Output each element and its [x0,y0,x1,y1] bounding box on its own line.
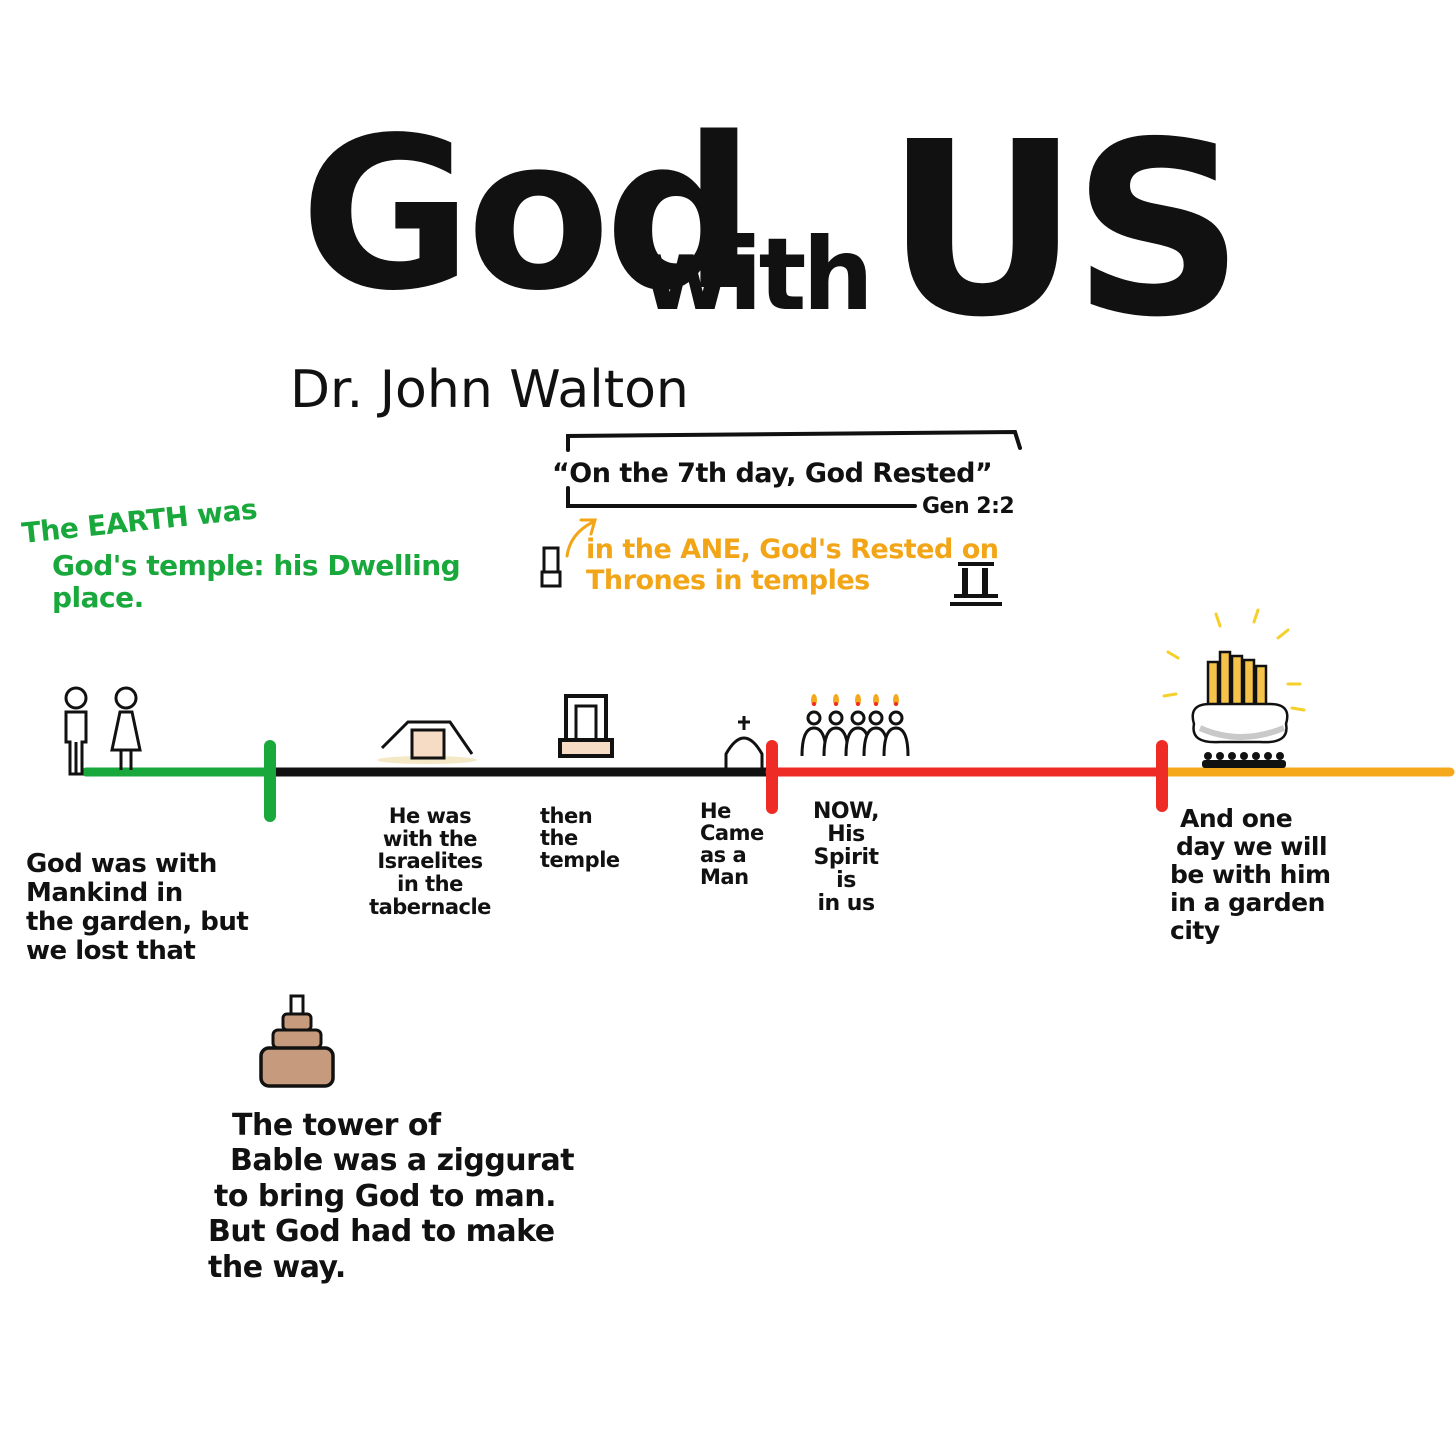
earth-note-line-1: The EARTH was [20,492,259,550]
throne-small-icon [540,546,562,588]
woman-icon [110,686,142,770]
arrow-icon [565,518,597,558]
caption-garden-line: the garden, but [26,907,249,938]
caption-babel-line: to bring God to man. [214,1178,557,1214]
caption-garden-line: Mankind in [26,878,183,909]
earth-note-line-3: place. [52,581,144,615]
quote-bracket [566,429,1022,508]
caption-spirit-line: His [827,822,865,848]
caption-future-line: day we will [1176,832,1328,861]
quote-text: “On the 7th day, God Rested” [552,458,993,489]
earth-note: The EARTH was God's temple: his Dwelling… [20,492,461,615]
caption-future-line: city [1170,916,1220,945]
caption-babel-line: But God had to make [208,1214,555,1250]
people-fire-icon [800,694,910,757]
caption-garden-line: God was with [26,849,217,879]
title-with: with [640,216,874,333]
title-god: God [300,92,755,337]
ziggurat-icon [259,994,335,1088]
caption-babel-line: The tower of [232,1108,441,1143]
caption-man-line: Man [700,865,749,890]
caption-tabernacle-line: in the [397,872,463,897]
caption-future-line: be with him [1170,860,1331,889]
caption-spirit-line: is [836,868,856,894]
pillar-temple-icon [950,562,1002,606]
throne-cloud-icon [1162,608,1306,768]
caption-future-line: in a garden [1170,888,1325,917]
caption-man-line: as a [700,843,747,868]
ane-note: in the ANE, God's Rested on Thrones in t… [586,534,999,597]
caption-garden: God was with Mankind in the garden, but … [26,849,249,967]
caption-babel-line: Bable was a ziggurat [230,1143,575,1179]
earth-note-line-2: God's temple: his Dwelling [52,549,461,583]
caption-spirit-line: Spirit [813,845,879,871]
caption-garden-line: we lost that [26,936,196,967]
caption-tabernacle-line: He was [388,804,472,828]
caption-temple: then the temple [540,805,620,871]
caption-spirit: NOW, His Spirit is in us [806,799,886,917]
ane-note-line-1: in the ANE, God's Rested on [586,534,999,565]
caption-temple-line: temple [540,848,620,873]
caption-man-line: He [700,799,731,823]
quote-ref: Gen 2:2 [922,494,1015,519]
caption-spirit-line: NOW, [813,799,879,824]
caption-future-line: And one [1180,804,1293,833]
caption-tabernacle-line: with the [382,826,478,851]
caption-spirit-line: in us [817,891,875,917]
caption-temple-line: the [540,826,578,851]
caption-man-line: Came [700,821,764,846]
caption-tabernacle: He was with the Israelites in the tabern… [360,805,500,918]
church-icon [724,716,764,770]
author: Dr. John Walton [290,360,689,420]
ane-note-line-2: Thrones in temples [586,565,870,597]
caption-man: He Came as a Man [700,800,764,888]
caption-temple-line: then [540,804,593,828]
title-us: US [885,90,1245,370]
tent-icon [377,720,477,764]
man-icon [64,686,88,776]
caption-babel-line: the way. [208,1249,346,1285]
caption-tabernacle-line: tabernacle [369,894,491,919]
timeline [81,740,1455,822]
caption-babel: The tower of Bable was a ziggurat to bri… [208,1108,575,1285]
temple-icon [558,694,614,758]
caption-tabernacle-line: Israelites [377,849,483,874]
caption-future: And one day we will be with him in a gar… [1170,805,1331,945]
